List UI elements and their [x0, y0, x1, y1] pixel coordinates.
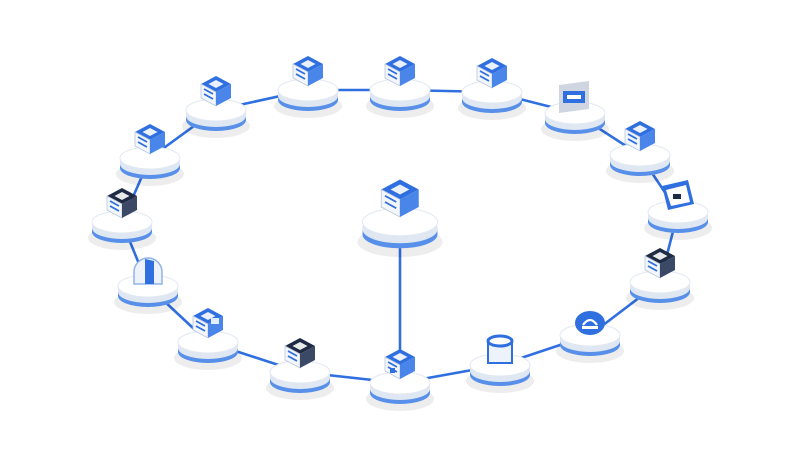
server-block-icon [106, 188, 137, 219]
dome-device-icon [133, 257, 163, 285]
ring-node-15[interactable] [182, 76, 250, 138]
ring-node-9[interactable] [366, 349, 434, 411]
monitor-icon [662, 180, 694, 210]
ring-node-13[interactable] [88, 188, 156, 250]
hub-node[interactable] [357, 179, 443, 258]
ring-node-8[interactable] [466, 334, 534, 393]
server-rack-icon [384, 56, 415, 87]
ring-node-10[interactable] [266, 338, 334, 400]
server-rack-dark-icon [644, 248, 675, 279]
ring-node-2[interactable] [458, 58, 526, 120]
server-rack-icon [134, 124, 165, 155]
server-rack-icon [624, 121, 655, 152]
ring-node-3[interactable] [541, 81, 609, 141]
nodes-layer [88, 56, 712, 411]
ring-node-12[interactable] [114, 257, 182, 314]
server-cube-icon [380, 179, 419, 218]
building-icon [384, 349, 415, 380]
ring-node-6[interactable] [626, 248, 694, 310]
ring-node-11[interactable] [174, 308, 242, 370]
ring-node-5[interactable] [644, 180, 712, 240]
ring-node-4[interactable] [606, 121, 674, 183]
server-rack-icon [292, 56, 323, 87]
firewall-panel-icon [559, 81, 589, 113]
router-icon [575, 311, 605, 335]
cylinder-storage-icon [486, 334, 514, 364]
ring-node-7[interactable] [556, 311, 624, 363]
ring-node-16[interactable] [274, 56, 342, 118]
server-rack-icon [476, 58, 507, 89]
switch-box-icon [192, 308, 223, 339]
server-rack-icon [200, 76, 231, 107]
server-rack-dark-icon [284, 338, 315, 369]
ring-node-1[interactable] [366, 56, 434, 118]
ring-node-14[interactable] [116, 124, 184, 186]
